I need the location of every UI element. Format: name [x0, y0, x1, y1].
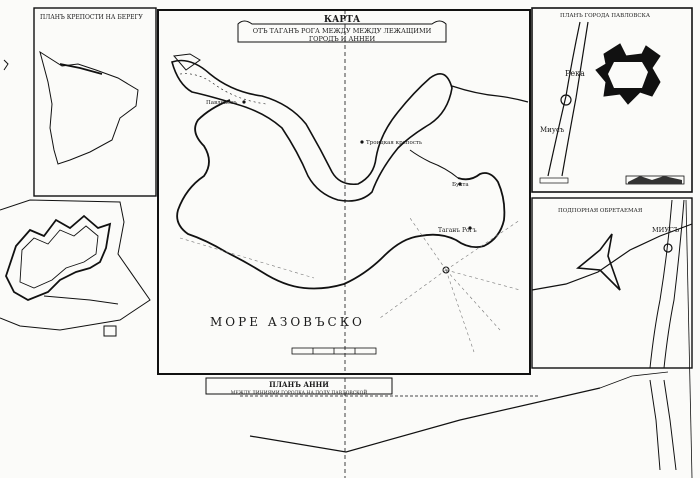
place-label-1: Павловскъ: [206, 100, 238, 106]
inset-mid-right-title: ПОДПОРНАЯ ОБРЕТАЕМАЯ: [558, 208, 643, 214]
star-fortress-court: [608, 62, 648, 88]
bottom-panel: ПЛАНЪ АННИ МЕЖДУ ЛИНИЯМИ ГОРОДКА НА ПОЛУ…: [205, 199, 693, 478]
sea-coastline: [176, 99, 506, 290]
boundary-line: [531, 223, 693, 291]
mius-label-2: МИУСЪ: [652, 226, 679, 234]
main-map-panel: КАРТА ОТЪ ТАГАНЪ РОГА МЕЖДУ МЕЖДУ ЛЕЖАЩИ…: [157, 9, 531, 375]
left-fortress-bastions: [5, 214, 112, 301]
estuary-mouth: [173, 53, 201, 71]
bay-sounding-line: [179, 73, 267, 105]
right-edge-line: [685, 199, 693, 478]
bottom-river: [649, 379, 661, 471]
inset-top-right: ПЛАНЪ ГОРОДА ПАВЛОВСКА Река Миусъ: [531, 7, 693, 193]
rhumb-lines: [179, 217, 521, 353]
left-fortress-road: [43, 295, 119, 305]
map-subtitle-line2: ГОРОДЪ И АННЕИ: [309, 35, 376, 43]
map-title: КАРТА: [324, 15, 361, 25]
mius-fort-marker: [663, 243, 673, 253]
inset-top-right-frame: [531, 7, 693, 193]
inset-mid-right-frame: [531, 197, 693, 369]
left-fortress-inner-wall: [19, 225, 99, 289]
river-label: Река: [565, 69, 585, 78]
arrow-redoubt: [575, 233, 621, 291]
scale-bar: [291, 347, 377, 355]
place-label-4: Бухта: [452, 182, 469, 188]
left-fortress-enclosure: [0, 199, 151, 331]
left-fortress-plan: [0, 199, 151, 337]
settlement-bay-marker: [458, 182, 462, 186]
inset-top-left-frame: [33, 7, 157, 197]
bottom-subtitle: МЕЖДУ ЛИНИЯМИ ГОРОДКА НА ПОЛУ ПАВЛОВСКОЙ: [231, 388, 368, 396]
bay-shoreline: [171, 59, 453, 202]
fortress-rampart: [59, 63, 103, 75]
inset-top-left-title: ПЛАНЪ КРЕПОСТИ НА БЕРЕГУ: [40, 14, 143, 21]
settlement-fort-marker: [360, 140, 364, 144]
mius-river-east: [663, 199, 685, 369]
fortress-outline-north: [39, 50, 139, 165]
river-right-bank: [561, 21, 589, 177]
bottom-line-works: [249, 387, 601, 453]
inset-scale-bar: [539, 177, 569, 184]
compass-rose: [442, 266, 450, 274]
bottom-river-bank: [663, 379, 677, 471]
coastline-east: [409, 149, 459, 179]
river-mouth-east: [451, 85, 529, 103]
place-label-2: Троицкая крепость: [366, 140, 422, 146]
redoubt: [560, 94, 572, 106]
left-fortress-outwork: [103, 325, 117, 337]
inset-top-right-title: ПЛАНЪ ГОРОДА ПАВЛОВСКА: [560, 13, 651, 19]
bottom-line-east: [599, 371, 669, 389]
map-subtitle-line1: ОТЪ ТАГАНЪ РОГА МЕЖДУ МЕЖДУ ЛЕЖАЩИМИ: [253, 27, 432, 35]
relief-strip: [625, 175, 685, 185]
mius-label: Миусъ: [540, 126, 565, 134]
taganrog-label: Таганъ Рогъ: [438, 227, 477, 234]
river-left-bank: [547, 21, 581, 177]
title-cartouche: [237, 20, 447, 43]
inset-top-left: ПЛАНЪ КРЕПОСТИ НА БЕРЕГУ: [3, 7, 157, 197]
bottom-title-box: [205, 377, 393, 395]
sea-label: МОРЕ АЗОВЪСКО: [210, 315, 365, 329]
main-map-frame: [157, 9, 531, 375]
bottom-title: ПЛАНЪ АННИ: [269, 380, 329, 389]
settlement-taganrog-marker: [468, 226, 472, 230]
edge-mark: [3, 59, 9, 71]
settlement-pavlovsk-marker: [242, 100, 246, 104]
mius-river-west: [649, 199, 673, 369]
inset-mid-right: ПОДПОРНАЯ ОБРЕТАЕМАЯ МИУСЪ: [531, 197, 693, 369]
